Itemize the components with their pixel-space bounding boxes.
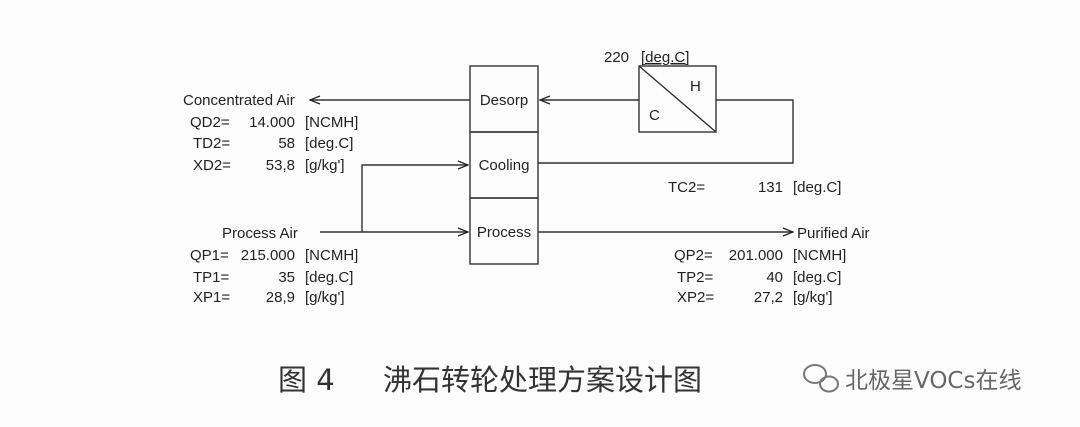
process-label: Process	[477, 224, 531, 241]
param-label: QD2=	[190, 114, 230, 131]
param-label: QP1=	[190, 247, 229, 264]
param-unit: [NCMH]	[305, 247, 358, 264]
concentrated-air-title: Concentrated Air	[183, 92, 295, 109]
heater-temp-value: 220	[604, 49, 629, 66]
param-label: TD2=	[193, 135, 230, 152]
param-value: 53,8	[266, 157, 295, 174]
param-value: 35	[278, 269, 295, 286]
param-value: 201.000	[729, 247, 783, 264]
process-block	[469, 197, 539, 265]
param-value: 14.000	[249, 114, 295, 131]
param-label: TP1=	[193, 269, 230, 286]
param-value: 58	[278, 135, 295, 152]
cooling-out-value: 131	[758, 179, 783, 196]
param-label: TP2=	[677, 269, 714, 286]
figure-caption: 沸石转轮处理方案设计图	[383, 363, 702, 397]
cooling-out-label: TC2=	[668, 179, 705, 196]
heater-temp-unit: [deg.C]	[641, 49, 689, 66]
cooling-to-heater-loop	[538, 99, 794, 164]
heater-cold-label: C	[649, 107, 660, 124]
param-unit: [NCMH]	[305, 114, 358, 131]
param-value: 215.000	[241, 247, 295, 264]
param-unit: [deg.C]	[793, 269, 841, 286]
heater-box	[638, 65, 717, 133]
param-label: XD2=	[193, 157, 231, 174]
param-value: 28,9	[266, 289, 295, 306]
cooling-air-branch-arrow	[361, 165, 468, 232]
watermark-text: 北极星VOCs在线	[845, 368, 1021, 394]
param-label: XP1=	[193, 289, 230, 306]
param-label: XP2=	[677, 289, 714, 306]
heater-hot-label: H	[690, 78, 701, 95]
param-label: QP2=	[674, 247, 713, 264]
param-unit: [g/kg']	[305, 157, 345, 174]
param-unit: [g/kg']	[793, 289, 833, 306]
param-unit: [g/kg']	[305, 289, 345, 306]
param-unit: [NCMH]	[793, 247, 846, 264]
purified-air-title: Purified Air	[797, 225, 870, 242]
param-unit: [deg.C]	[305, 135, 353, 152]
purified-air-params: QP2= 201.000 [NCMH] TP2= 40 [deg.C] XP2=…	[674, 247, 846, 306]
process-air-params: QP1= 215.000 [NCMH] TP1= 35 [deg.C] XP1=…	[190, 247, 358, 306]
desorp-label: Desorp	[480, 92, 528, 109]
param-value: 27,2	[754, 289, 783, 306]
cooling-out-unit: [deg.C]	[793, 179, 841, 196]
figure-number: 图 4	[278, 363, 335, 397]
heater-diagonal	[638, 65, 717, 133]
param-value: 40	[766, 269, 783, 286]
cooling-label: Cooling	[479, 157, 530, 174]
param-unit: [deg.C]	[305, 269, 353, 286]
wechat-icon	[803, 364, 839, 393]
concentrated-air-params: QD2= 14.000 [NCMH] TD2= 58 [deg.C] XD2= …	[190, 114, 358, 174]
process-air-title: Process Air	[222, 225, 298, 242]
